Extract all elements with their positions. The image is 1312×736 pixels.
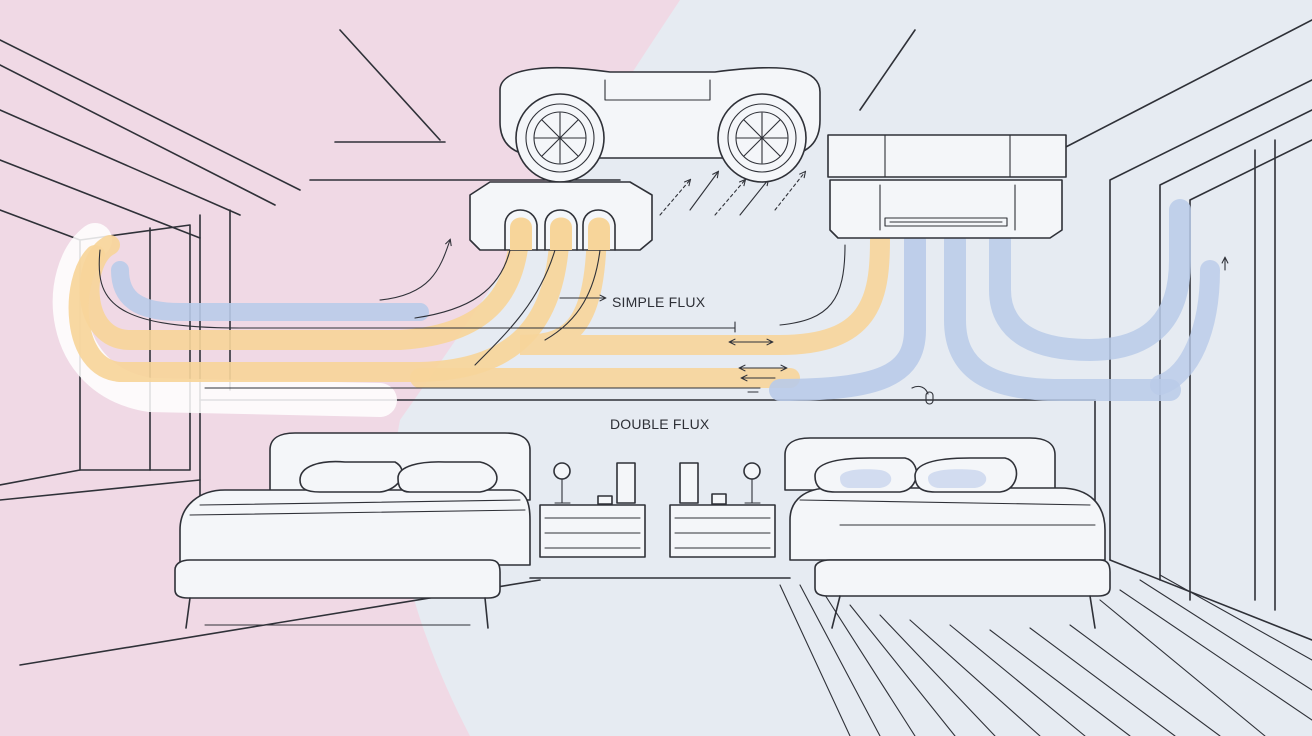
cool-flow-left bbox=[111, 261, 429, 321]
double-flux-label: DOUBLE FLUX bbox=[610, 416, 710, 432]
nightstand-left bbox=[539, 462, 646, 558]
cool-flow-1 bbox=[769, 229, 926, 401]
wall-unit-icon bbox=[827, 134, 1067, 239]
air-flows bbox=[52, 199, 1220, 417]
floor-boards bbox=[19, 574, 1312, 736]
simple-flux-label: SIMPLE FLUX bbox=[612, 294, 706, 310]
flow-lines bbox=[98, 172, 1225, 405]
warm-flow-3 bbox=[519, 210, 890, 355]
ceiling-fan-unit-icon bbox=[469, 66, 821, 251]
room-walls bbox=[0, 19, 1312, 641]
bed-left bbox=[174, 432, 531, 629]
nightstand-right bbox=[669, 462, 776, 558]
cool-flow-3 bbox=[1150, 260, 1220, 395]
cool-flow-2 bbox=[944, 229, 1181, 401]
cool-flow-u bbox=[989, 199, 1191, 362]
bed-right bbox=[784, 437, 1111, 629]
